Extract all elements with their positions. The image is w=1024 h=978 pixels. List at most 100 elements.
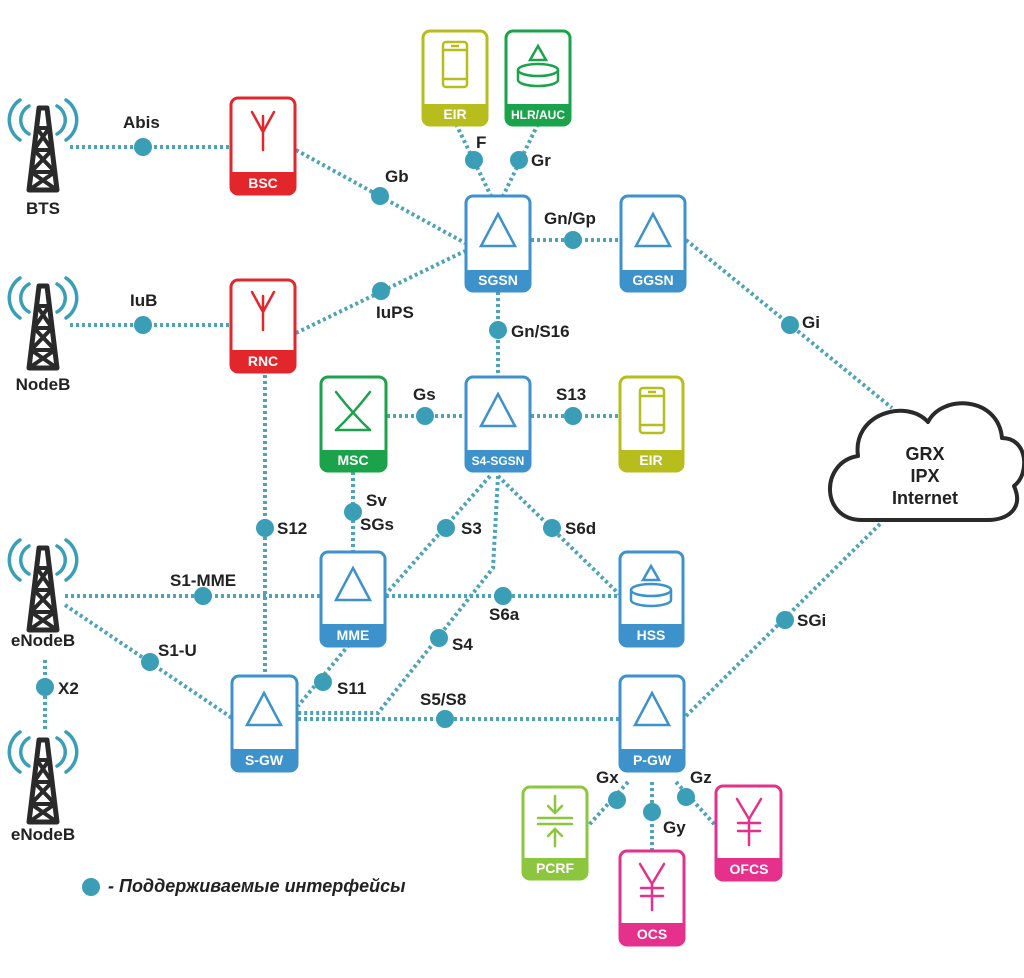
phone-icon [638,386,666,435]
interface-dot-s6d [543,519,561,537]
interface-label-gy: Gy [663,818,686,837]
link-iups [295,249,466,335]
interface-dot-s1u [141,653,159,671]
node-label-mme: MME [337,627,370,643]
interface-dot-s1mme [194,587,212,605]
triangle-icon [333,565,373,602]
node-label-ofcs: OFCS [730,861,769,877]
interface-label-gr: Gr [531,151,551,170]
node-rnc: RNC [229,278,297,374]
node-p-gw: P-GW [618,674,686,773]
switch-icon [334,390,372,432]
site-label-enodeb-2: eNodeB [11,825,75,844]
link-f [454,123,493,197]
interface-dot-s13 [564,407,582,425]
interface-label-s6d: S6d [565,519,596,538]
interface-dot-x2 [36,678,54,696]
node-bsc: BSC [229,96,297,196]
interface-dots [36,138,799,821]
triangle-icon [478,211,518,248]
interface-dot-s12 [256,519,274,537]
node-label-msc: MSC [337,452,368,468]
database-icon [629,563,673,608]
interface-dot-iups [372,282,390,300]
interface-label-gi: Gi [802,313,820,332]
cloud-text-ipx: IPX [910,466,939,486]
legend: - Поддерживаемые интерфейсы [82,876,406,897]
interface-label-abis: Abis [123,113,160,132]
interface-label-s13: S13 [556,385,586,404]
triangle-icon [633,211,673,248]
triangle-icon [632,690,672,727]
interface-dot-gy [643,803,661,821]
cloud-text-internet: Internet [892,488,958,508]
interface-label-s1mme: S1-MME [170,571,236,590]
site-enodeb-1: eNodeB [9,540,76,650]
interface-label-s3: S3 [461,519,482,538]
interface-label-s12: S12 [277,519,307,538]
triangle-icon [478,391,518,428]
interface-dot-gz [677,788,695,806]
node-msc: MSC [319,375,388,473]
link-s6d [496,474,621,596]
node-s-gw: S-GW [230,674,299,773]
legend-text: - Поддерживаемые интерфейсы [108,876,406,896]
link-gx [586,780,630,828]
node-hss: HSS [618,550,685,648]
node-label-hss: HSS [637,627,666,643]
interface-label-s1u: S1-U [158,641,197,660]
node-label-p-gw: P-GW [633,752,672,768]
interface-dot-gngp [564,231,582,249]
interface-label-sgs: SGs [360,515,394,534]
node-label-eir-mid: EIR [639,452,662,468]
site-bts: BTS [9,100,76,218]
tower-icon [9,278,76,368]
node-hlr-auc: HLR/AUC [504,29,572,127]
interface-dot-gi [781,316,799,334]
interface-dot-iub [134,316,152,334]
node-label-s-gw: S-GW [245,752,284,768]
node-label-s4-sgsn: S4-SGSN [472,454,525,468]
interface-dot-gb [371,187,389,205]
cloud-grx-ipx-internet: GRX IPX Internet [828,401,1024,522]
tower-icon [9,732,76,822]
node-ocs: OCS [618,849,686,947]
interface-label-s4: S4 [452,635,473,654]
triangle-icon [244,690,284,727]
cloud-icon [828,401,1024,522]
node-label-sgsn: SGSN [478,272,518,288]
node-sgsn: SGSN [464,194,532,293]
link-s1u [63,603,234,720]
database-icon [516,43,560,88]
interface-label-gb: Gb [385,167,409,186]
cloud-text-grx: GRX [905,444,944,464]
interface-dot-abis [134,138,152,156]
interface-dot-f [465,151,483,169]
phone-icon [441,40,469,89]
node-s4-sgsn: S4-SGSN [464,375,532,473]
interface-dot-svsgs [344,503,362,521]
node-eir-mid: EIR [618,375,685,473]
node-label-pcrf: PCRF [536,860,575,876]
node-mme: MME [319,550,387,648]
interface-label-s11: S11 [337,679,366,698]
tower-icon [9,540,76,630]
interface-label-s6a: S6a [489,605,520,624]
interface-label-iups: IuPS [376,303,414,322]
interface-dot-gr [510,151,528,169]
interface-label-x2: X2 [58,679,79,698]
interface-label-gns16: Gn/S16 [511,322,570,341]
yen-icon [735,797,763,847]
interface-dot-gns16 [489,321,507,339]
node-label-ocs: OCS [637,926,667,942]
interface-label-gz: Gz [690,768,712,787]
interface-label-s5s8: S5/S8 [420,690,466,709]
node-label-bsc: BSC [248,175,278,191]
site-label-nodeb: NodeB [16,375,71,394]
node-ggsn: GGSN [619,194,687,293]
link-gr [501,123,540,197]
node-label-eir-top: EIR [443,106,466,122]
interface-labels: Abis IuB Gb IuPS F Gr Gn/Gp Gn/S16 Gi Gs… [58,113,826,837]
policy-icon [536,794,574,848]
